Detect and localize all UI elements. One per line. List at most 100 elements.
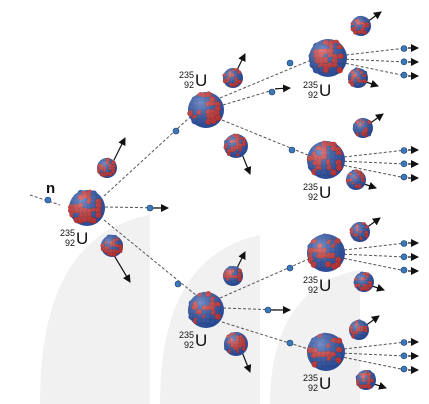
fission-fragment-2upper-a [222,67,243,88]
element-symbol: U [319,80,332,100]
free-neutron-3-2-1 [400,253,408,261]
chain-neutron-2upper-a [286,59,294,67]
chain-neutron-2lower-b [286,339,294,347]
free-neutron-3-1-0 [400,147,408,154]
free-neutron-path-3-3-2 [343,356,407,371]
element-symbol: U [319,275,332,295]
uranium-nucleus-gen3-2 [307,233,345,272]
free-neutron-3-2-0 [400,240,408,247]
free-neutron-3-0-1 [400,58,408,66]
free-neutron-path-3-3-1 [343,352,407,357]
element-symbol: U [319,182,332,202]
chain-line-1b [103,219,203,301]
free-neutron-3-1-1 [400,160,408,168]
fission-fragment-3-1-a [352,117,373,138]
uranium-nucleus-gen3-0 [308,39,347,77]
chain-neutron-2upper-b [288,146,296,154]
fragment-arrow-3-1-b [363,181,377,190]
free-neutron-3-3-1 [400,352,408,360]
mass-number: 235 [179,70,195,80]
element-symbol: U [195,330,208,350]
incoming-neutron [44,196,52,204]
fragment-arrow-3-3-b [373,381,387,390]
free-neutron-3-0-2 [400,71,408,79]
fragment-arrow-3-3-a [364,315,380,327]
fission-fragment-3-2-a [349,221,370,242]
fragment-arrow-1b [111,251,131,283]
chain-line-2lower-b [221,321,319,353]
chain-neutron-1a [172,127,180,135]
mass-number: 235 [303,80,319,90]
free-neutron-2upper [268,88,276,96]
fragment-arrow-2lower-b [241,351,252,373]
free-neutron-3-3-2 [400,365,408,373]
free-neutron-path-3-2-2 [343,257,407,272]
chain-line-2upper-b [221,119,321,161]
fission-fragment-2upper-b [223,133,248,158]
chain-line-2upper-a [219,57,317,99]
atomic-number: 92 [308,90,319,100]
free-neutron-path-3-2-1 [343,253,407,258]
chain-line-2lower-a [219,253,321,299]
free-neutron-3-2-2 [400,266,408,274]
fission-fragment-3-0-a [350,15,371,36]
mass-number: 235 [60,228,76,238]
fragment-arrow-1a [113,137,126,161]
mass-number: 235 [179,330,195,340]
fragment-arrow-3-0-b [365,79,379,88]
chain-lines [29,11,419,390]
free-neutron-arrow-2upper [274,84,291,93]
fission-fragment-3-2-b [353,271,374,292]
free-neutron-path-3-2-0 [343,242,407,251]
nuclei-layer [67,15,376,390]
element-symbol: U [76,228,89,248]
atomic-number: 92 [308,383,319,393]
fission-fragment-1a [97,157,117,178]
uranium-nucleus-gen2-lower [187,290,224,328]
uranium-nucleus-gen2-upper [187,91,224,128]
uranium-nucleus-gen3-1 [306,140,345,179]
uranium-nucleus-gen3-3 [306,332,345,371]
fragment-arrow-3-1-a [368,113,384,125]
free-neutron-3-1-2 [400,173,408,181]
neutron-label: n [46,180,56,197]
chain-line-1a [103,107,201,197]
fragment-arrow-2lower-a [236,251,246,269]
free-neutron-1 [146,204,154,212]
free-neutron-path-3-1-0 [343,149,407,158]
fission-fragment-2lower-a [223,265,243,286]
element-symbol: U [195,70,208,90]
free-neutron-path-3-0-1 [345,58,407,63]
free-neutron-3-0-0 [400,45,408,52]
free-neutron-path-3-0-2 [345,62,407,77]
fission-fragment-3-3-a [349,319,369,340]
atomic-number: 92 [308,192,319,202]
fission-fragment-2lower-b [223,332,248,356]
fragment-arrow-3-2-b [371,283,385,292]
fragment-arrow-2upper-a [236,53,246,71]
mass-number: 235 [303,182,319,192]
atomic-number: 92 [65,238,76,248]
free-neutron-path-3-0-0 [345,47,407,56]
atomic-number: 92 [308,285,319,295]
uranium-nucleus-gen1 [67,189,105,226]
free-neutron-3-3-0 [400,339,408,346]
fragment-arrow-2upper-b [241,153,252,175]
element-symbol: U [319,373,332,393]
atomic-number: 92 [184,80,195,90]
mass-number: 235 [303,373,319,383]
neutron-layer [44,45,408,373]
free-neutron-path-3-1-2 [343,164,407,179]
fragment-arrow-3-0-a [366,11,382,23]
fission-fragment-3-0-b [348,67,368,88]
chain-neutron-2lower-a [286,264,294,272]
